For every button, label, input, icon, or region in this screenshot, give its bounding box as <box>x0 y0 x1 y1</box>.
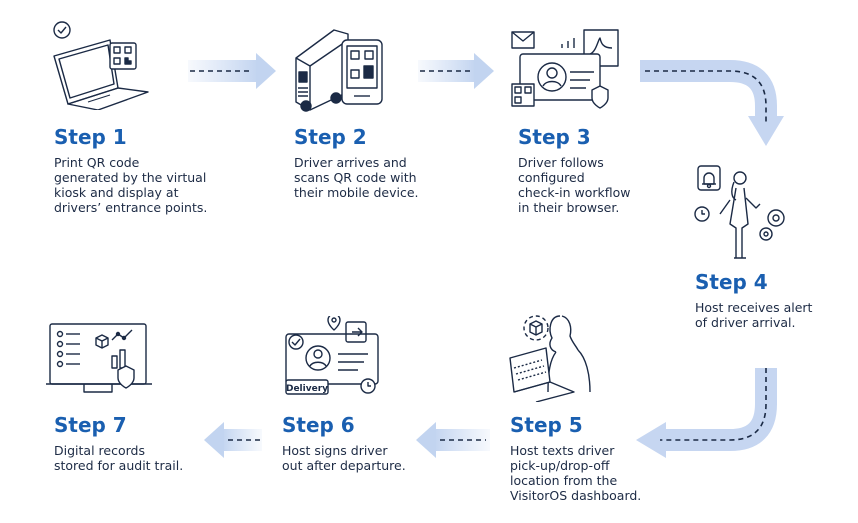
step1-description: Print QR code generated by the virtual k… <box>54 155 208 215</box>
step3-description: Driver follows configured check-in workf… <box>518 155 631 215</box>
arrow-step5-to-step6 <box>416 422 490 458</box>
step7-description: Digital records stored for audit trail. <box>54 443 184 473</box>
arrow-step1-to-step2 <box>188 53 276 89</box>
step5-title: Step 5 <box>510 413 583 437</box>
step1-title: Step 1 <box>54 125 127 149</box>
step5-description: Host texts driver pick-up/drop-off locat… <box>510 443 642 503</box>
laptop-qr-icon <box>53 21 149 110</box>
step6-description: Host signs driver out after departure. <box>282 443 406 473</box>
host-laptop-icon <box>509 315 591 402</box>
arrow-step2-to-step3 <box>418 53 494 89</box>
step2-description: Driver arrives and scans QR code with th… <box>294 155 419 200</box>
step6-title: Step 6 <box>282 413 355 437</box>
checkin-card-icon <box>511 29 619 109</box>
delivery-tag-label: Delivery <box>286 384 328 394</box>
delivery-card-icon: Delivery <box>285 316 379 395</box>
step7-title: Step 7 <box>54 413 127 437</box>
host-alert-icon <box>694 165 785 259</box>
step4-title: Step 4 <box>695 270 768 294</box>
step2-title: Step 2 <box>294 125 367 149</box>
arrow-step3-to-step4 <box>640 60 784 146</box>
arrow-step4-to-step5 <box>636 368 777 458</box>
audit-monitor-icon <box>46 323 152 393</box>
arrow-step6-to-step7 <box>204 422 262 458</box>
step3-title: Step 3 <box>518 125 591 149</box>
truck-phone-icon <box>295 29 383 112</box>
step4-description: Host receives alert of driver arrival. <box>695 300 813 330</box>
